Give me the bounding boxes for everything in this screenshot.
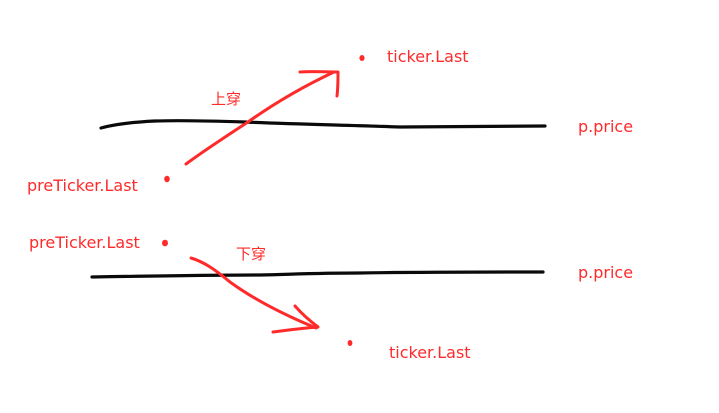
downward-cross-arrow-shaft bbox=[189, 256, 318, 330]
upward-cross-label: 上穿 bbox=[211, 90, 241, 108]
bottom-ticker-last-label: ticker.Last bbox=[389, 343, 471, 362]
upward-cross-panel: 上穿 ticker.Last preTicker.Last p.price bbox=[27, 47, 633, 195]
top-price-label: p.price bbox=[578, 117, 633, 136]
top-ticker-last-label: ticker.Last bbox=[387, 47, 469, 66]
upward-cross-arrow-shaft bbox=[184, 70, 336, 166]
top-preticker-last-dot bbox=[164, 175, 170, 183]
top-ticker-last-dot bbox=[359, 55, 365, 61]
top-price-line bbox=[99, 118, 547, 130]
bottom-ticker-last-dot bbox=[347, 340, 353, 346]
downward-cross-panel: 下穿 preTicker.Last p.price ticker.Last bbox=[29, 233, 633, 362]
bottom-price-label: p.price bbox=[578, 263, 633, 282]
bottom-price-line bbox=[90, 270, 545, 279]
top-preticker-last-label: preTicker.Last bbox=[27, 176, 138, 195]
bottom-preticker-last-label: preTicker.Last bbox=[29, 233, 140, 252]
downward-cross-arrow-head bbox=[271, 304, 320, 334]
bottom-preticker-last-dot bbox=[162, 239, 168, 247]
downward-cross-label: 下穿 bbox=[236, 245, 266, 263]
upward-cross-arrow-head bbox=[298, 70, 340, 98]
